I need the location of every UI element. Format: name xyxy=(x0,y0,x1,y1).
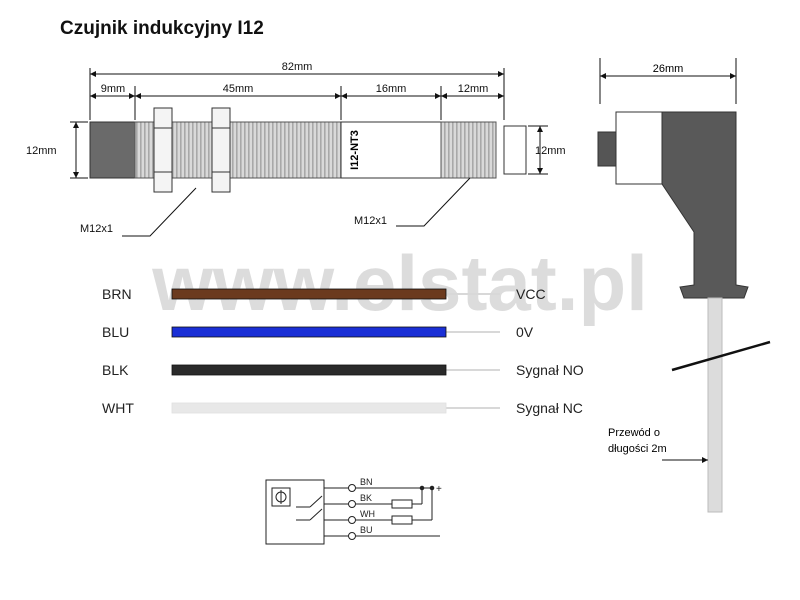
wire-code-wht: WHT xyxy=(102,400,134,416)
dim-connector-width: 26mm xyxy=(653,63,684,75)
sensing-face xyxy=(89,121,136,179)
dim-total: 82mm xyxy=(282,61,313,73)
cable xyxy=(707,297,723,513)
thread-label-right: M12x1 xyxy=(354,215,387,227)
wire-code-blu: BLU xyxy=(102,324,129,340)
dimension-labels: 82mm 9mm 45mm 16mm 12mm 12mm 12mm M12x1 … xyxy=(26,61,566,235)
connector-thread xyxy=(440,121,497,179)
wire-function-blu: 0V xyxy=(516,324,534,340)
thread-label-left: M12x1 xyxy=(80,223,113,235)
wire-function-blk: Sygnał NO xyxy=(516,362,584,378)
dim-height-right: 12mm xyxy=(535,145,566,157)
pin-bu: BU xyxy=(360,525,373,535)
pin-wh: WH xyxy=(360,509,375,519)
wire-legend: BRN VCC BLU 0V BLK Sygnał NO WHT Sygnał NC xyxy=(102,286,584,416)
sensor-body: I12-NT3 xyxy=(89,107,527,193)
nut-left xyxy=(153,107,173,193)
schematic xyxy=(265,479,440,545)
wire-bar-blk xyxy=(171,364,447,376)
pin-bk: BK xyxy=(360,493,372,503)
page-title: Czujnik indukcyjny I12 xyxy=(60,18,264,39)
connector-housing xyxy=(661,111,749,299)
watermark: www.elstat.pl xyxy=(151,239,648,327)
wire-function-wht: Sygnał NC xyxy=(516,400,583,416)
wire-code-blk: BLK xyxy=(102,362,129,378)
cable-note-line2: długości 2m xyxy=(608,443,667,455)
dim-45: 45mm xyxy=(223,83,254,95)
pin-stub xyxy=(503,125,527,175)
wire-bar-blu xyxy=(171,326,447,338)
dim-16: 16mm xyxy=(376,83,407,95)
schematic-labels: BN BK WH BU + xyxy=(360,477,442,535)
cable-break xyxy=(671,340,771,372)
wire-code-brn: BRN xyxy=(102,286,132,302)
model-label: I12-NT3 xyxy=(349,130,361,170)
wire-bar-brn xyxy=(171,288,447,300)
wire-function-brn: VCC xyxy=(516,286,546,302)
dim-height-left: 12mm xyxy=(26,145,57,157)
nut-right xyxy=(211,107,231,193)
angled-connector: 26mm Przewód o długości 2m xyxy=(597,58,771,513)
pin-bn: BN xyxy=(360,477,373,487)
wire-bar-wht xyxy=(171,402,447,414)
cable-note-line1: Przewód o xyxy=(608,427,660,439)
dim-12: 12mm xyxy=(458,83,489,95)
dim-9: 9mm xyxy=(101,83,125,95)
dimensions xyxy=(70,68,548,237)
plus-sign: + xyxy=(436,484,442,495)
